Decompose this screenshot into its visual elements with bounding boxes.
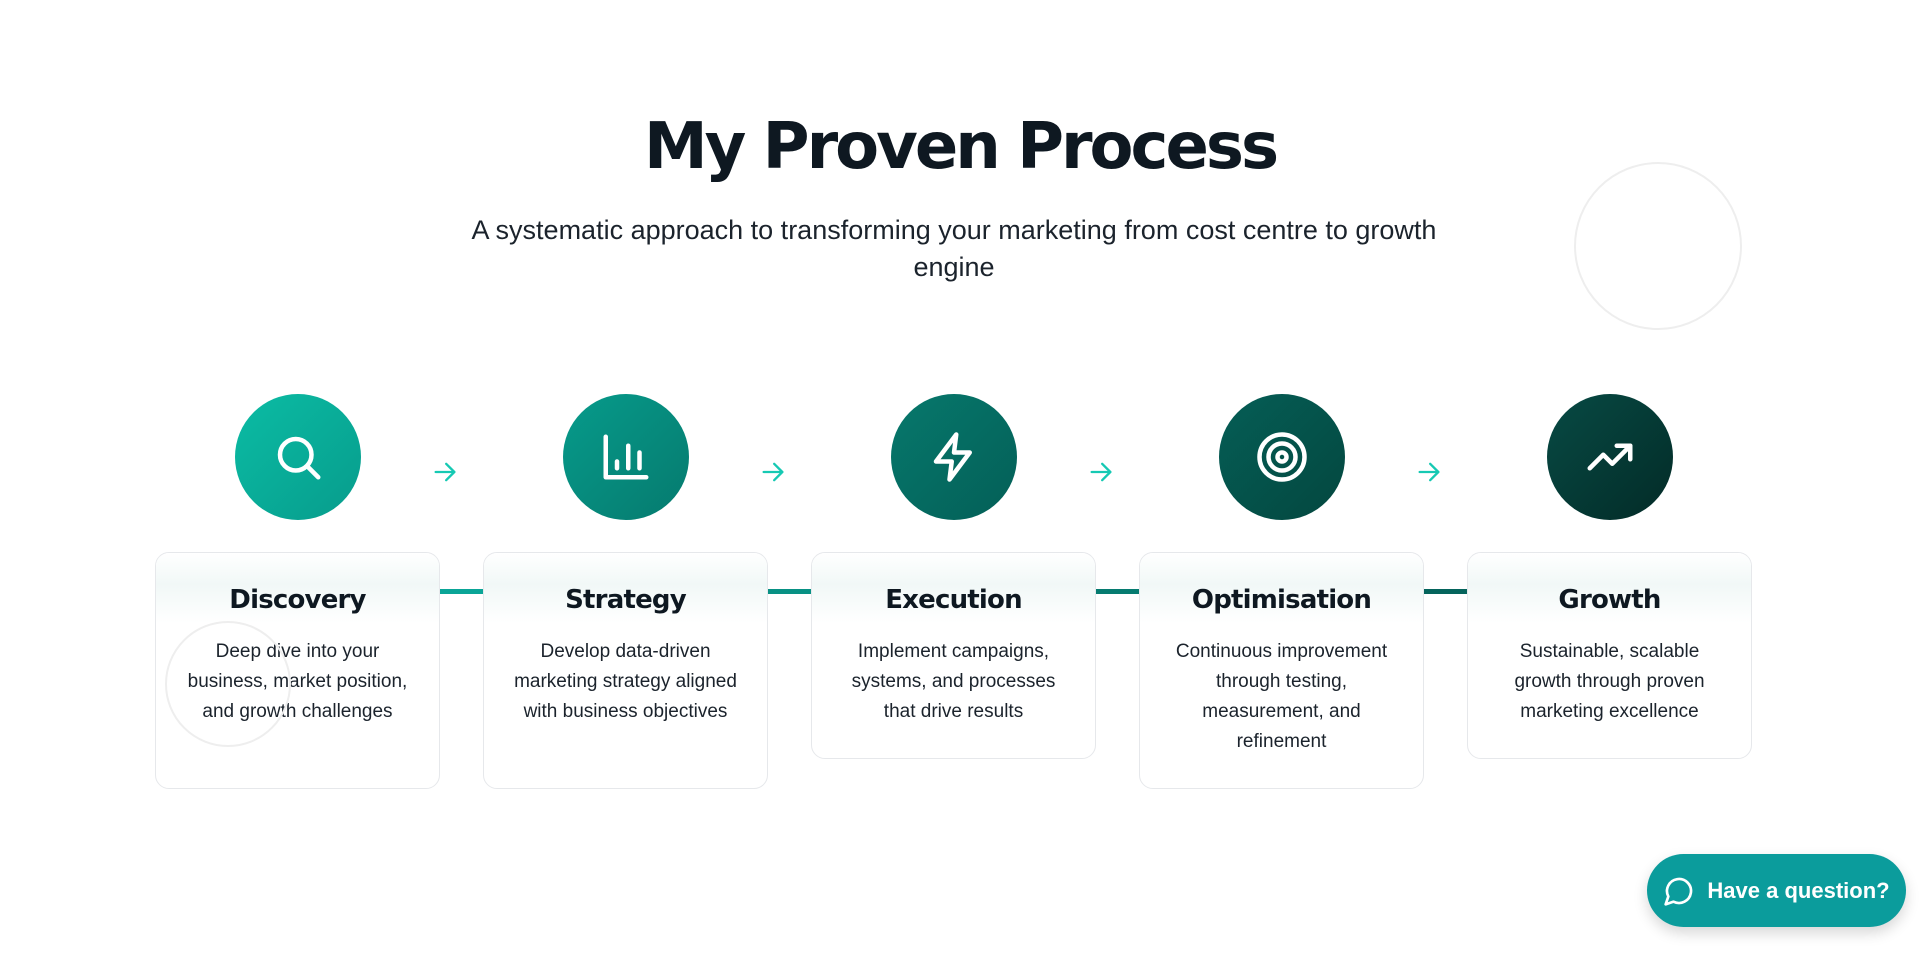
step-icon-discovery <box>235 394 361 520</box>
decorative-circle <box>1574 162 1742 330</box>
step-title: Discovery <box>229 585 366 615</box>
arrow-right-icon <box>1418 462 1440 482</box>
connector-line <box>768 589 812 594</box>
page-title: My Proven Process <box>643 110 1279 184</box>
trending-up-icon <box>1587 443 1633 471</box>
search-icon <box>277 436 321 480</box>
bar-chart-icon <box>603 434 649 480</box>
step-card-strategy: Strategy Develop data-driven marketing s… <box>483 552 768 789</box>
connector-line <box>440 589 484 594</box>
step-icon-growth <box>1547 394 1673 520</box>
connector-line <box>1424 589 1468 594</box>
step-description: Implement campaigns, systems, and proces… <box>851 641 1056 722</box>
step-icon-execution <box>891 394 1017 520</box>
step-description: Continuous improvement through testing, … <box>1175 641 1388 752</box>
arrow-right-icon <box>762 462 784 482</box>
step-title: Strategy <box>565 585 687 615</box>
step-icon-optimisation <box>1219 394 1345 520</box>
step-card-optimisation: Optimisation Continuous improvement thro… <box>1139 552 1424 789</box>
chat-bubble-icon <box>1664 877 1693 906</box>
step-description: Sustainable, scalable growth through pro… <box>1514 641 1705 722</box>
step-description: Deep dive into your business, market pos… <box>187 641 408 722</box>
step-card-discovery: Discovery Deep dive into your business, … <box>155 552 440 789</box>
lightning-icon <box>933 432 972 482</box>
step-card-execution: Execution Implement campaigns, systems, … <box>811 552 1096 759</box>
page-subtitle: A systematic approach to transforming yo… <box>471 215 1437 282</box>
connector-line <box>1096 589 1140 594</box>
have-a-question-button[interactable]: Have a question? <box>1647 854 1906 927</box>
step-title: Execution <box>885 585 1022 615</box>
step-icon-strategy <box>563 394 689 520</box>
step-title: Optimisation <box>1191 585 1372 615</box>
step-card-growth: Growth Sustainable, scalable growth thro… <box>1467 552 1752 759</box>
arrow-right-icon <box>434 462 456 482</box>
target-icon <box>1257 432 1307 482</box>
have-a-question-label: Have a question? <box>1707 877 1890 903</box>
arrow-right-icon <box>1090 462 1112 482</box>
step-title: Growth <box>1558 585 1661 615</box>
step-description: Develop data-driven marketing strategy a… <box>514 641 737 722</box>
